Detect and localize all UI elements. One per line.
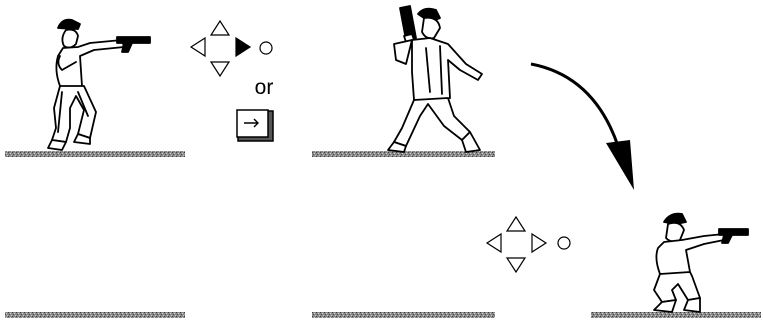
dpad-down-icon	[211, 62, 229, 76]
ground-line-bottom-middle	[312, 312, 495, 318]
gunman-aiming-crouching-icon	[654, 214, 748, 312]
dpad-right-button-circle-icon	[487, 217, 570, 272]
button-circle-icon	[260, 42, 272, 54]
ground-line-bottom-right	[591, 312, 761, 318]
dpad-right-pressed-button-circle-icon	[191, 21, 272, 76]
ground-line-bottom-left	[5, 312, 185, 318]
dpad-down-icon-2	[507, 258, 525, 272]
dpad-right-icon-2	[532, 234, 546, 252]
dpad-up-icon-2	[507, 217, 525, 231]
button-circle-icon-2	[558, 237, 570, 249]
curved-down-arrow-icon	[531, 64, 634, 190]
dpad-left-icon	[191, 38, 205, 56]
dpad-left-icon-2	[487, 234, 501, 252]
gunman-aiming-standing-icon	[48, 20, 150, 150]
dpad-up-icon	[211, 21, 229, 35]
gunman-holstered-standing-icon	[388, 6, 482, 152]
or-label: or	[246, 76, 282, 100]
ground-line-top-left	[5, 151, 185, 157]
right-arrow-key-icon	[237, 110, 273, 141]
dpad-right-pressed-icon	[236, 38, 250, 56]
